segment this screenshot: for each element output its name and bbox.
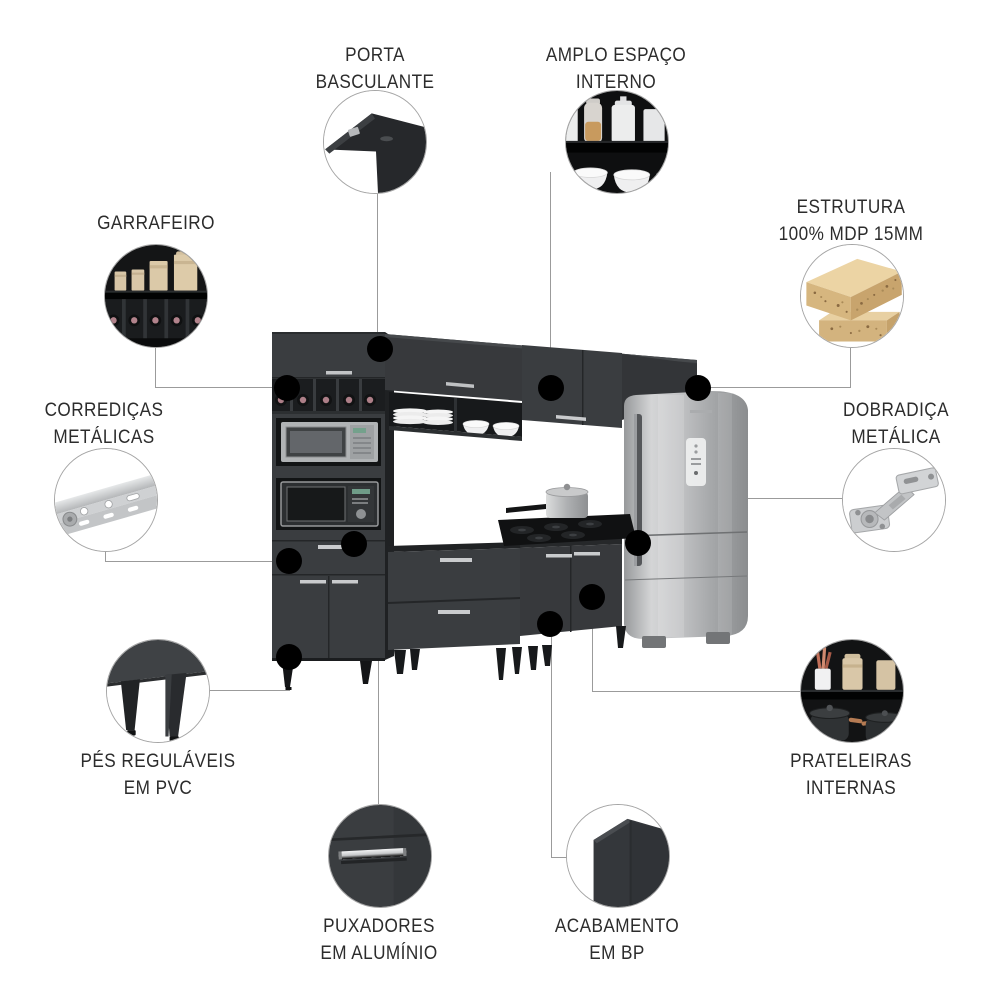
connector-line <box>551 857 567 858</box>
chipboard-speckles <box>813 278 897 337</box>
hinge-icon <box>843 449 945 551</box>
cabinet-legs <box>394 626 626 680</box>
connector-line <box>378 545 379 804</box>
feature-dot-pes <box>276 644 302 670</box>
photo-acabamento <box>566 804 670 908</box>
connector-line <box>155 387 288 388</box>
bottle-rack-icon <box>105 245 207 347</box>
photo-puxadores <box>328 804 432 908</box>
plates <box>393 408 453 425</box>
chipboard-speckles-light <box>820 287 895 333</box>
kitchen-set-illustration <box>272 332 748 690</box>
connector-line <box>698 387 851 388</box>
label-garrafeiro: GARRAFEIRO <box>97 212 215 234</box>
connector-line <box>155 347 156 388</box>
photo-porta-basculante <box>323 90 427 194</box>
drawer-slide-icon <box>55 449 157 551</box>
connector-line <box>550 172 551 388</box>
connector-line <box>850 348 851 388</box>
base-cabinets <box>388 538 626 680</box>
connector-line <box>105 551 106 562</box>
photo-corredicas <box>54 448 158 552</box>
feature-dot-prateleiras <box>579 584 605 610</box>
feature-dot-porta-basculante <box>367 336 393 362</box>
adjustable-feet-icon <box>107 640 209 742</box>
connector-line <box>377 194 378 349</box>
bowls <box>462 420 520 437</box>
photo-dobradica <box>842 448 946 552</box>
microwave-black <box>280 481 379 527</box>
cooktop <box>498 483 636 546</box>
photo-prateleiras <box>800 639 904 743</box>
feature-dot-corredicas <box>276 548 302 574</box>
photo-amplo-espaco <box>565 90 669 194</box>
bp-finish-icon <box>567 805 669 907</box>
slide-rail <box>55 472 157 539</box>
photo-pes-regulaveis <box>106 639 210 743</box>
cooking-pot <box>506 483 589 518</box>
feature-dot-amplo-espaco <box>538 375 564 401</box>
feature-dot-puxadores <box>341 531 367 557</box>
refrigerator <box>624 391 748 648</box>
aluminium-handle-icon <box>329 805 431 907</box>
photo-estrutura-mdp <box>800 244 904 348</box>
feature-dot-acabamento <box>537 611 563 637</box>
connector-line <box>210 690 290 691</box>
fridge-control-panel <box>686 438 706 486</box>
handle-bar <box>338 847 407 865</box>
connector-line <box>105 561 289 562</box>
feature-dot-estrutura <box>685 375 711 401</box>
fridge-handle <box>634 414 642 566</box>
mdp-board-icon <box>801 245 903 347</box>
shelves-jars-icon <box>566 91 668 193</box>
feature-dot-garrafeiro <box>274 375 300 401</box>
connector-line <box>592 597 593 692</box>
photo-garrafeiro <box>104 244 208 348</box>
microwave-steel <box>281 422 378 462</box>
connector-line <box>593 691 800 692</box>
internal-shelves-icon <box>801 640 903 742</box>
flip-door-icon <box>324 91 426 193</box>
connector-line <box>551 624 552 858</box>
feature-dot-dobradica <box>625 530 651 556</box>
